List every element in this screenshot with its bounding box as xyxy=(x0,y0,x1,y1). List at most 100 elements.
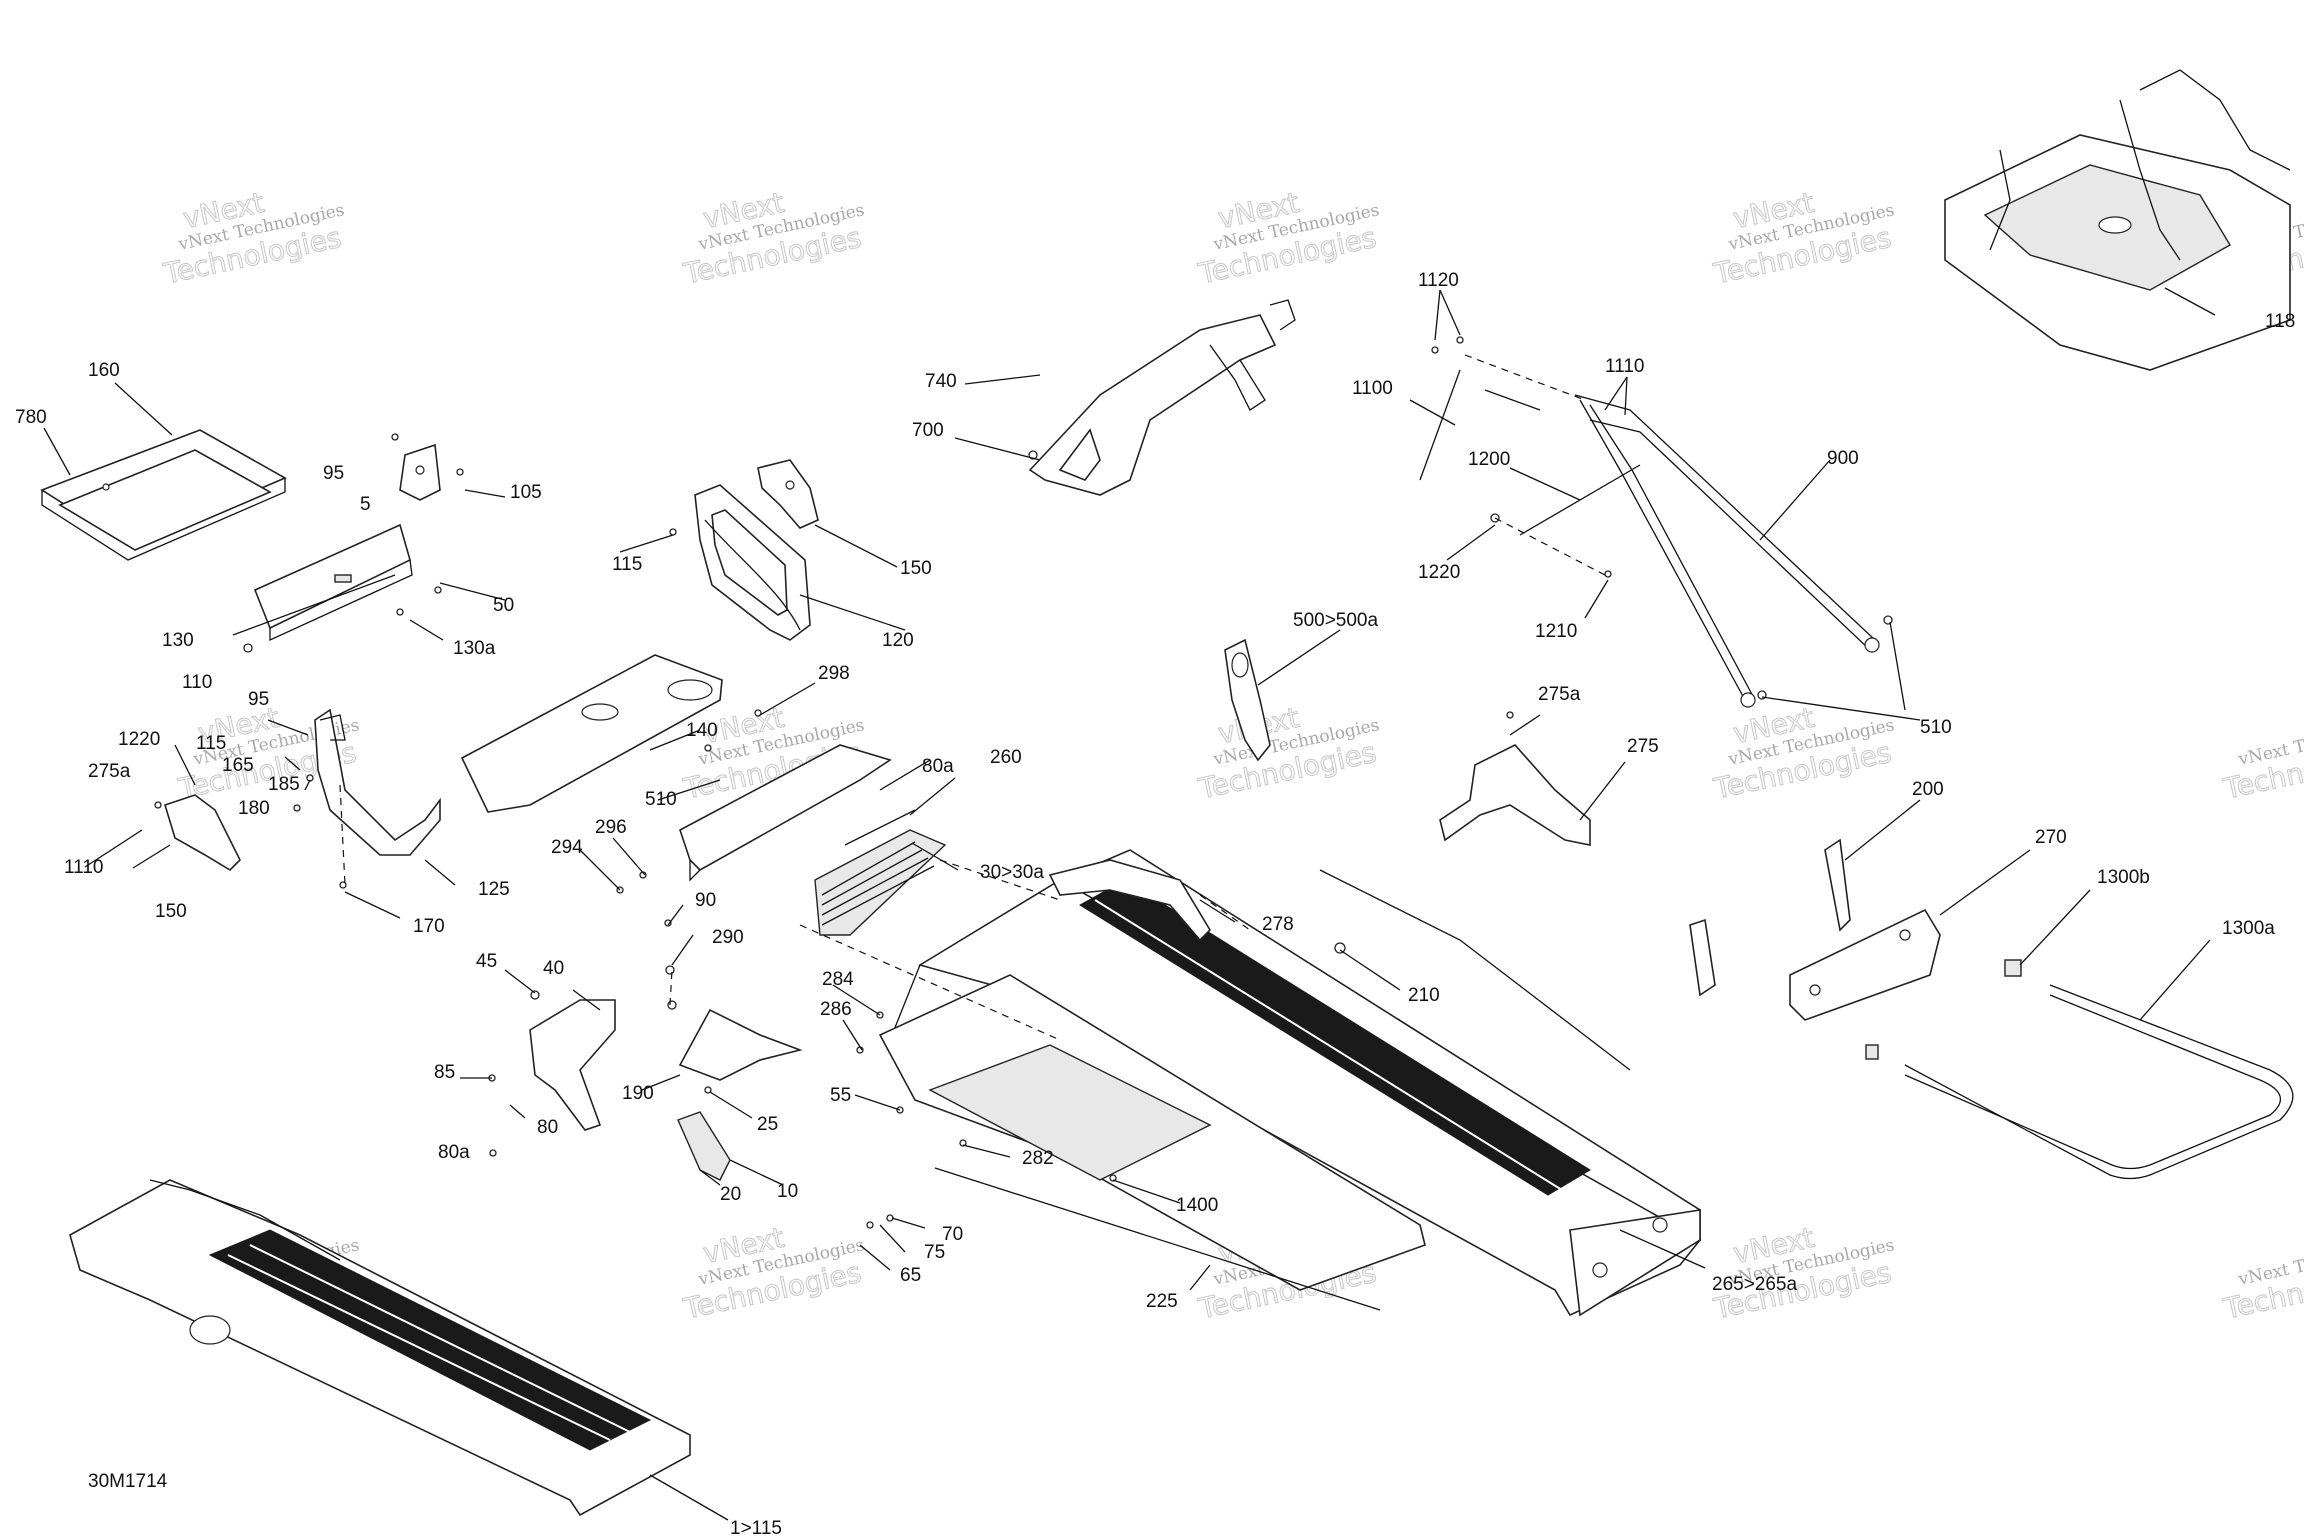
part-130-panel[interactable] xyxy=(253,523,413,642)
callout-275[interactable]: 275 xyxy=(1627,736,1659,757)
callout-10[interactable]: 10 xyxy=(777,1181,798,1202)
part-510-mid-panel[interactable] xyxy=(679,744,892,882)
callout-1-115[interactable]: 1>115 xyxy=(730,1518,782,1536)
callout-150[interactable]: 150 xyxy=(900,558,932,579)
callout-95[interactable]: 95 xyxy=(248,689,269,710)
callout-140[interactable]: 140 xyxy=(686,720,718,741)
callout-1300a[interactable]: 1300a xyxy=(2222,918,2275,939)
callout-55[interactable]: 55 xyxy=(830,1085,851,1106)
callout-118[interactable]: 118 xyxy=(2265,311,2295,332)
callout-1300b[interactable]: 1300b xyxy=(2097,867,2150,888)
callout-190[interactable]: 190 xyxy=(622,1083,654,1104)
part-210-strip[interactable] xyxy=(1319,869,1631,1071)
part-500-column-bracket[interactable] xyxy=(1224,638,1271,762)
part-118-overview-frame[interactable] xyxy=(1944,69,2291,371)
callout-120[interactable]: 120 xyxy=(882,630,914,651)
part-160-plate[interactable] xyxy=(40,429,287,561)
callout-1100[interactable]: 1100 xyxy=(1352,378,1393,399)
callout-740[interactable]: 740 xyxy=(925,371,957,392)
callout-1220[interactable]: 1220 xyxy=(1418,562,1460,583)
callout-75[interactable]: 75 xyxy=(924,1242,945,1263)
part-120-side-frame[interactable] xyxy=(694,484,811,641)
callout-210[interactable]: 210 xyxy=(1408,985,1440,1006)
callout-780[interactable]: 780 xyxy=(15,407,47,428)
callout-85[interactable]: 85 xyxy=(434,1062,455,1083)
callout-700[interactable]: 700 xyxy=(912,420,944,441)
part-150-bracket[interactable] xyxy=(757,459,819,529)
callout-1110[interactable]: 1110 xyxy=(1605,356,1644,377)
callout-25[interactable]: 25 xyxy=(757,1114,778,1135)
callout-294[interactable]: 294 xyxy=(551,837,583,858)
callout-900[interactable]: 900 xyxy=(1827,448,1859,469)
part-900-tube-assembly[interactable] xyxy=(1519,394,1880,708)
callout-80a[interactable]: 80a xyxy=(922,756,954,777)
callout-105[interactable]: 105 xyxy=(510,482,542,503)
part-278-rail[interactable] xyxy=(1048,859,1212,942)
part-125-frame-rail[interactable] xyxy=(314,708,441,856)
callout-1200[interactable]: 1200 xyxy=(1468,449,1510,470)
callout-160[interactable]: 160 xyxy=(88,360,120,381)
part-700-steering-support[interactable] xyxy=(1028,299,1296,496)
callout-284[interactable]: 284 xyxy=(822,969,854,990)
callout-20[interactable]: 20 xyxy=(720,1184,741,1205)
callout-286[interactable]: 286 xyxy=(820,999,852,1020)
callout-70[interactable]: 70 xyxy=(942,1224,963,1245)
part-265-main-tunnel[interactable] xyxy=(889,849,1702,1317)
callout-50[interactable]: 50 xyxy=(493,595,514,616)
callout-40[interactable]: 40 xyxy=(543,958,564,979)
callout-298[interactable]: 298 xyxy=(818,663,850,684)
callout-265-265a[interactable]: 265>265a xyxy=(1712,1274,1797,1295)
callout-130[interactable]: 130 xyxy=(162,630,194,651)
callout-1110[interactable]: 1110 xyxy=(64,857,103,878)
part-1300b-clip[interactable] xyxy=(1865,959,2022,1060)
callout-260[interactable]: 260 xyxy=(990,747,1022,768)
part-1400-rail[interactable] xyxy=(934,1167,1381,1311)
callout-1120[interactable]: 1120 xyxy=(1418,270,1459,291)
callout-1400[interactable]: 1400 xyxy=(1176,1195,1218,1216)
callout-275a[interactable]: 275a xyxy=(88,761,131,782)
callout-125[interactable]: 125 xyxy=(478,879,510,900)
callout-200[interactable]: 200 xyxy=(1912,779,1944,800)
callout-165[interactable]: 165 xyxy=(222,755,254,776)
part-1100-rod[interactable] xyxy=(1419,369,1541,481)
callout-275a[interactable]: 275a xyxy=(1538,684,1581,705)
part-40-bracket[interactable] xyxy=(529,999,616,1131)
part-150-left-bracket[interactable] xyxy=(164,794,241,872)
callout-180[interactable]: 180 xyxy=(238,798,270,819)
callout-115[interactable]: 115 xyxy=(196,733,226,754)
part-140-floor-panel[interactable] xyxy=(460,654,723,813)
callout-278[interactable]: 278 xyxy=(1262,914,1294,935)
part-282-lower-tunnel[interactable] xyxy=(878,974,1426,1291)
callout-110[interactable]: 110 xyxy=(182,672,212,693)
part-200-bracket[interactable] xyxy=(1689,838,1851,997)
callout-95[interactable]: 95 xyxy=(323,463,344,484)
callout-1220[interactable]: 1220 xyxy=(118,729,160,750)
callout-90[interactable]: 90 xyxy=(695,890,716,911)
callout-290[interactable]: 290 xyxy=(712,927,744,948)
callout-45[interactable]: 45 xyxy=(476,951,497,972)
callout-80[interactable]: 80 xyxy=(537,1117,558,1138)
part-1-115-overview-tunnel[interactable] xyxy=(69,1179,691,1517)
callout-500-500a[interactable]: 500>500a xyxy=(1293,610,1378,631)
part-270-bumper-bracket[interactable] xyxy=(1789,908,1941,1021)
part-30-radiator[interactable] xyxy=(814,829,947,936)
callout-1210[interactable]: 1210 xyxy=(1535,621,1577,642)
callout-270[interactable]: 270 xyxy=(2035,827,2067,848)
callout-296[interactable]: 296 xyxy=(595,817,627,838)
callout-65[interactable]: 65 xyxy=(900,1265,921,1286)
callout-282[interactable]: 282 xyxy=(1022,1148,1054,1169)
callout-510[interactable]: 510 xyxy=(645,789,677,810)
part-5-bracket[interactable] xyxy=(399,443,441,501)
callout-185[interactable]: 185 xyxy=(268,774,300,795)
callout-510[interactable]: 510 xyxy=(1920,717,1952,738)
callout-150[interactable]: 150 xyxy=(155,901,187,922)
part-1300a-bumper[interactable] xyxy=(1904,984,2294,1180)
callout-225[interactable]: 225 xyxy=(1146,1291,1178,1312)
callout-115[interactable]: 115 xyxy=(612,554,642,575)
part-260-rod[interactable] xyxy=(844,809,916,846)
part-20-foot-bracket[interactable] xyxy=(677,1111,731,1181)
callout-30-30a[interactable]: 30>30a xyxy=(980,862,1044,883)
part-275-bracket[interactable] xyxy=(1439,744,1591,846)
callout-130a[interactable]: 130a xyxy=(453,638,496,659)
callout-170[interactable]: 170 xyxy=(413,916,445,937)
